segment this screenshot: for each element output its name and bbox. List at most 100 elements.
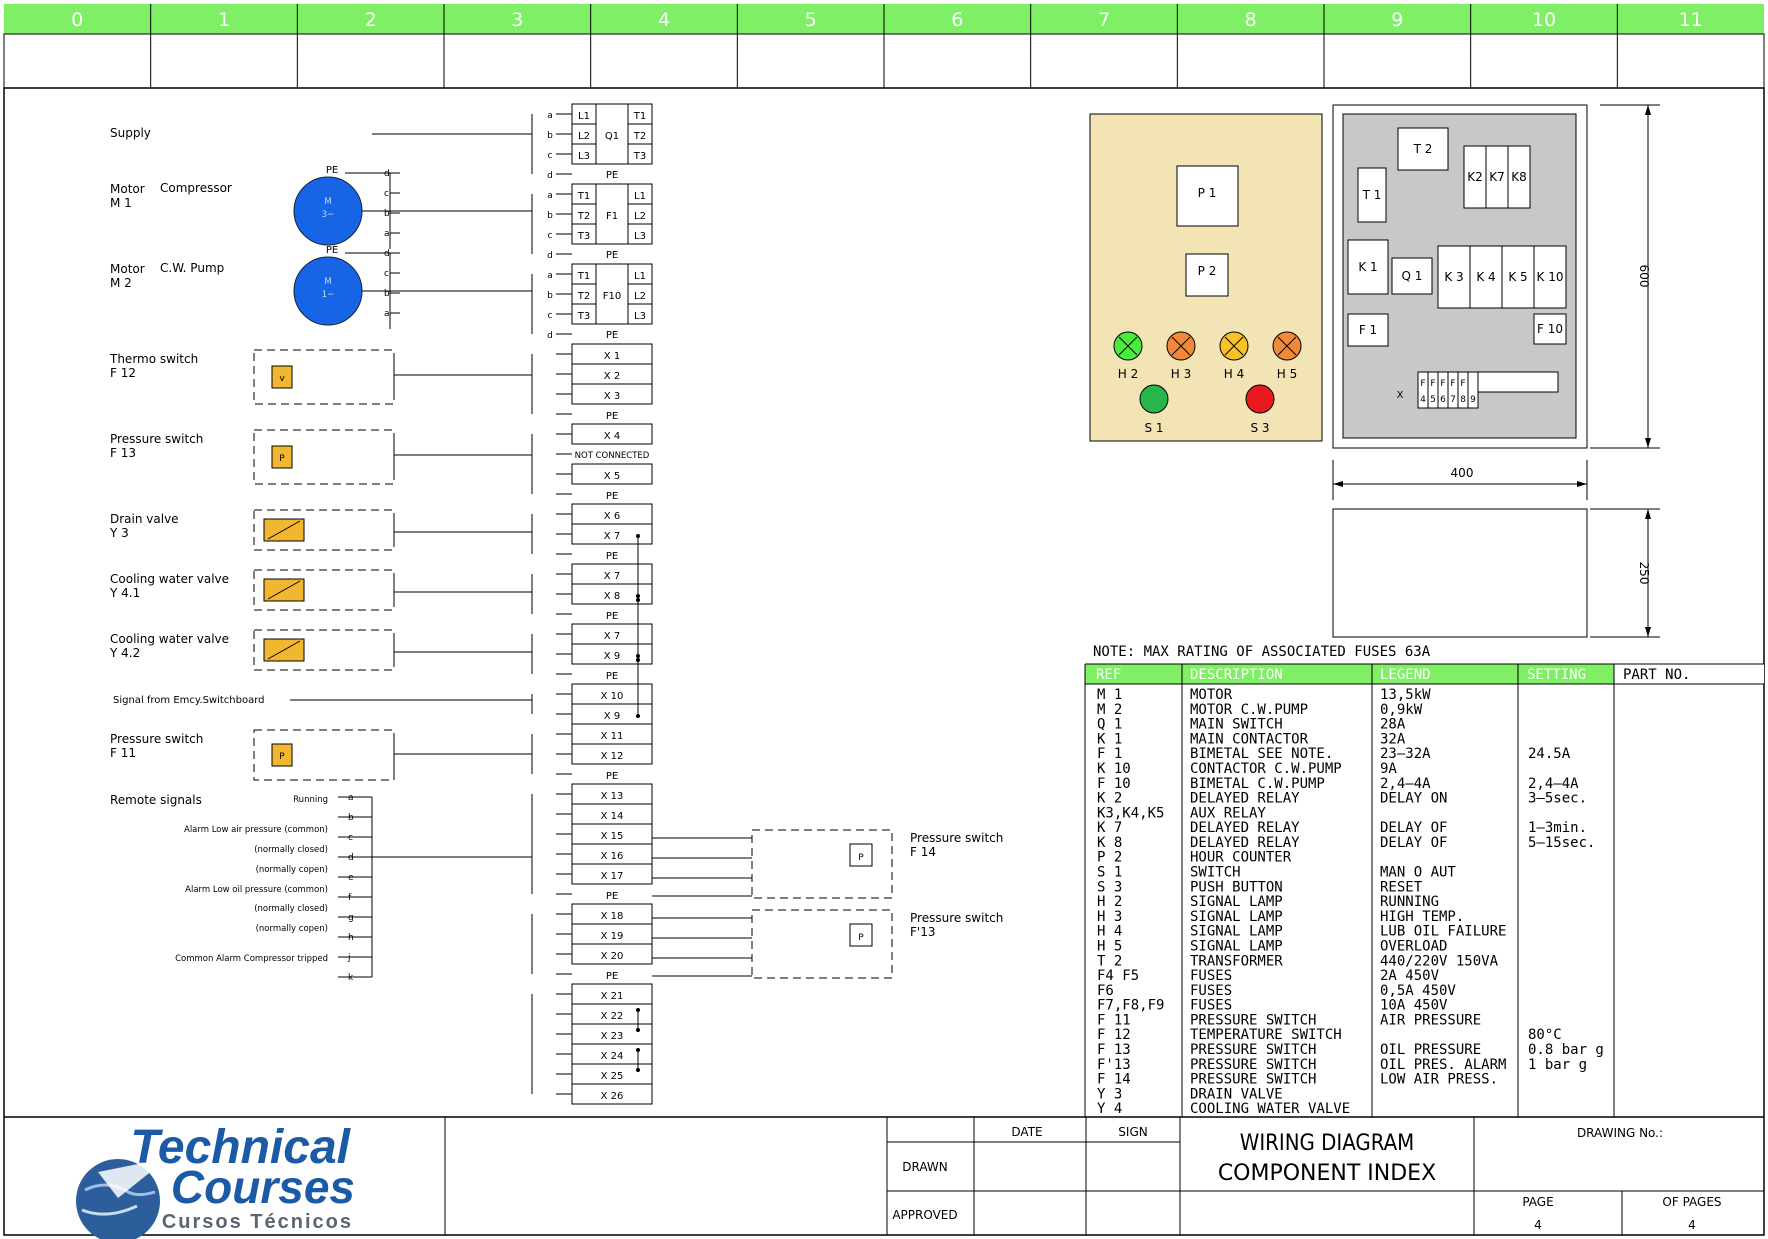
fuse-top-label: F <box>1420 379 1425 389</box>
wire-letter: d <box>384 169 390 179</box>
thermo-switch-f12-outline <box>253 349 395 405</box>
index-ref: F 14 <box>1097 1072 1131 1088</box>
index-ref: Y 4 <box>1097 1101 1122 1117</box>
index-ref: H 2 <box>1097 894 1122 910</box>
index-header-description: DESCRIPTION <box>1190 667 1283 683</box>
index-legend: OVERLOAD <box>1380 938 1447 954</box>
psf13-outline <box>751 909 893 979</box>
x-terminal-label: X 18 <box>601 911 624 922</box>
x-terminal-label: X 12 <box>601 751 624 762</box>
drawing-title-line1: WIRING DIAGRAM <box>1240 1131 1414 1156</box>
x-terminal-label: X 16 <box>601 851 624 862</box>
x-terminal-label: X 9 <box>604 651 620 662</box>
page-value: 4 <box>1534 1218 1542 1232</box>
coil-slash <box>267 580 301 600</box>
index-setting: 3–5sec. <box>1528 791 1587 807</box>
index-description: FUSES <box>1190 968 1232 984</box>
wire-letter: a <box>348 793 354 803</box>
pe-label: PE <box>606 250 618 261</box>
zone-number: 2 <box>365 9 377 31</box>
x-terminal-group: X 6X 7PE <box>531 503 653 562</box>
terminal-right-label: L2 <box>634 291 646 302</box>
index-description: MAIN CONTACTOR <box>1190 731 1309 747</box>
pressure-switch-f11-outline <box>253 729 395 781</box>
pressure-switch-f11-label: Pressure switch <box>110 732 203 746</box>
wire-letter: a <box>547 111 553 121</box>
device-labels: Supply Motor Compressor M 1 Motor C.W. P… <box>109 126 1003 964</box>
external-switch-ps14: P <box>652 829 893 899</box>
x-terminal-label: X 20 <box>601 951 624 962</box>
wire-letter: j <box>347 953 351 963</box>
x-terminal-label: X 13 <box>601 791 624 802</box>
relay-k5 <box>1501 245 1535 309</box>
transformer-t1 <box>1357 167 1387 223</box>
fuse-note: NOTE: MAX RATING OF ASSOCIATED FUSES 63A <box>1093 644 1431 660</box>
index-description: BIMETAL SEE NOTE. <box>1190 746 1333 762</box>
alarm-oil-no: (normally copen) <box>256 924 328 934</box>
index-description: PUSH BUTTON <box>1190 879 1283 895</box>
index-description: FUSES <box>1190 998 1232 1014</box>
pressure-switch-f11: P <box>253 729 395 781</box>
index-legend: 0,5A 450V <box>1380 983 1456 999</box>
x-terminal-group: X 21X 22X 23X 24X 25X 26 <box>531 983 653 1105</box>
x-terminal-group: X 7X 8PE <box>531 563 653 622</box>
x-terminal-label: X 6 <box>604 511 620 522</box>
index-ref: Q 1 <box>1097 717 1122 733</box>
fuse-top-label: F <box>1460 379 1465 389</box>
alarm-air-no: (normally copen) <box>256 865 328 875</box>
lamp-cross <box>1277 336 1297 356</box>
pe-label: PE <box>606 411 618 422</box>
wire-letter: c <box>548 231 553 241</box>
terminal-right-label: T3 <box>633 151 646 162</box>
index-setting: 80°C <box>1528 1027 1562 1043</box>
wire-letter: a <box>547 191 553 201</box>
zone-number: 0 <box>71 9 83 31</box>
emcy-signal-label: Signal from Emcy.Switchboard <box>113 695 265 706</box>
terminal-left-label: L1 <box>578 111 590 122</box>
terminal-block-q1 <box>571 103 653 165</box>
index-legend: MAN O AUT <box>1380 865 1456 881</box>
relay-k8 <box>1507 145 1531 209</box>
x-terminal-label: X 10 <box>601 691 624 702</box>
index-setting: 1–3min. <box>1528 820 1587 836</box>
wire-letter: e <box>348 873 354 883</box>
zone-number: 3 <box>511 9 523 31</box>
wire-letter: d <box>384 249 390 259</box>
pressure-switch-f11-sensor <box>271 743 293 767</box>
index-description: HOUR COUNTER <box>1190 850 1292 866</box>
x-terminal-label: X 9 <box>604 711 620 722</box>
date-header: DATE <box>1011 1125 1042 1139</box>
jumper-dot <box>636 654 640 658</box>
index-ref: M 1 <box>1097 687 1122 703</box>
x-terminal-label: X 14 <box>601 811 624 822</box>
drawing-frame <box>3 87 1765 1236</box>
running-signal: Running <box>293 795 328 805</box>
pressure-switch-f13b-label: Pressure switch <box>910 911 1003 925</box>
fuse-holder <box>1467 371 1479 409</box>
cooling-valve-42-label: Cooling water valve <box>110 632 229 646</box>
index-description: SIGNAL LAMP <box>1190 924 1283 940</box>
index-legend: 440/220V 150VA <box>1380 953 1499 969</box>
terminal-rail-label: X <box>1397 390 1404 401</box>
index-description: DELAYED RELAY <box>1190 820 1300 836</box>
contactor-k1-label: K 1 <box>1358 260 1377 274</box>
pressure-switch-f13-sensor-label: P <box>279 454 285 464</box>
x-terminal-label: X 24 <box>601 1051 624 1062</box>
plane-icon <box>98 1158 168 1198</box>
transformer-t2 <box>1397 127 1449 171</box>
lamp-label: H 2 <box>1118 367 1138 381</box>
cooling-valve-y41 <box>253 569 395 611</box>
index-description: TRANSFORMER <box>1190 953 1283 969</box>
p1-label: P 1 <box>1198 186 1217 200</box>
relay-k5-label: K 5 <box>1508 270 1527 284</box>
terminal-left-label: L2 <box>578 131 590 142</box>
